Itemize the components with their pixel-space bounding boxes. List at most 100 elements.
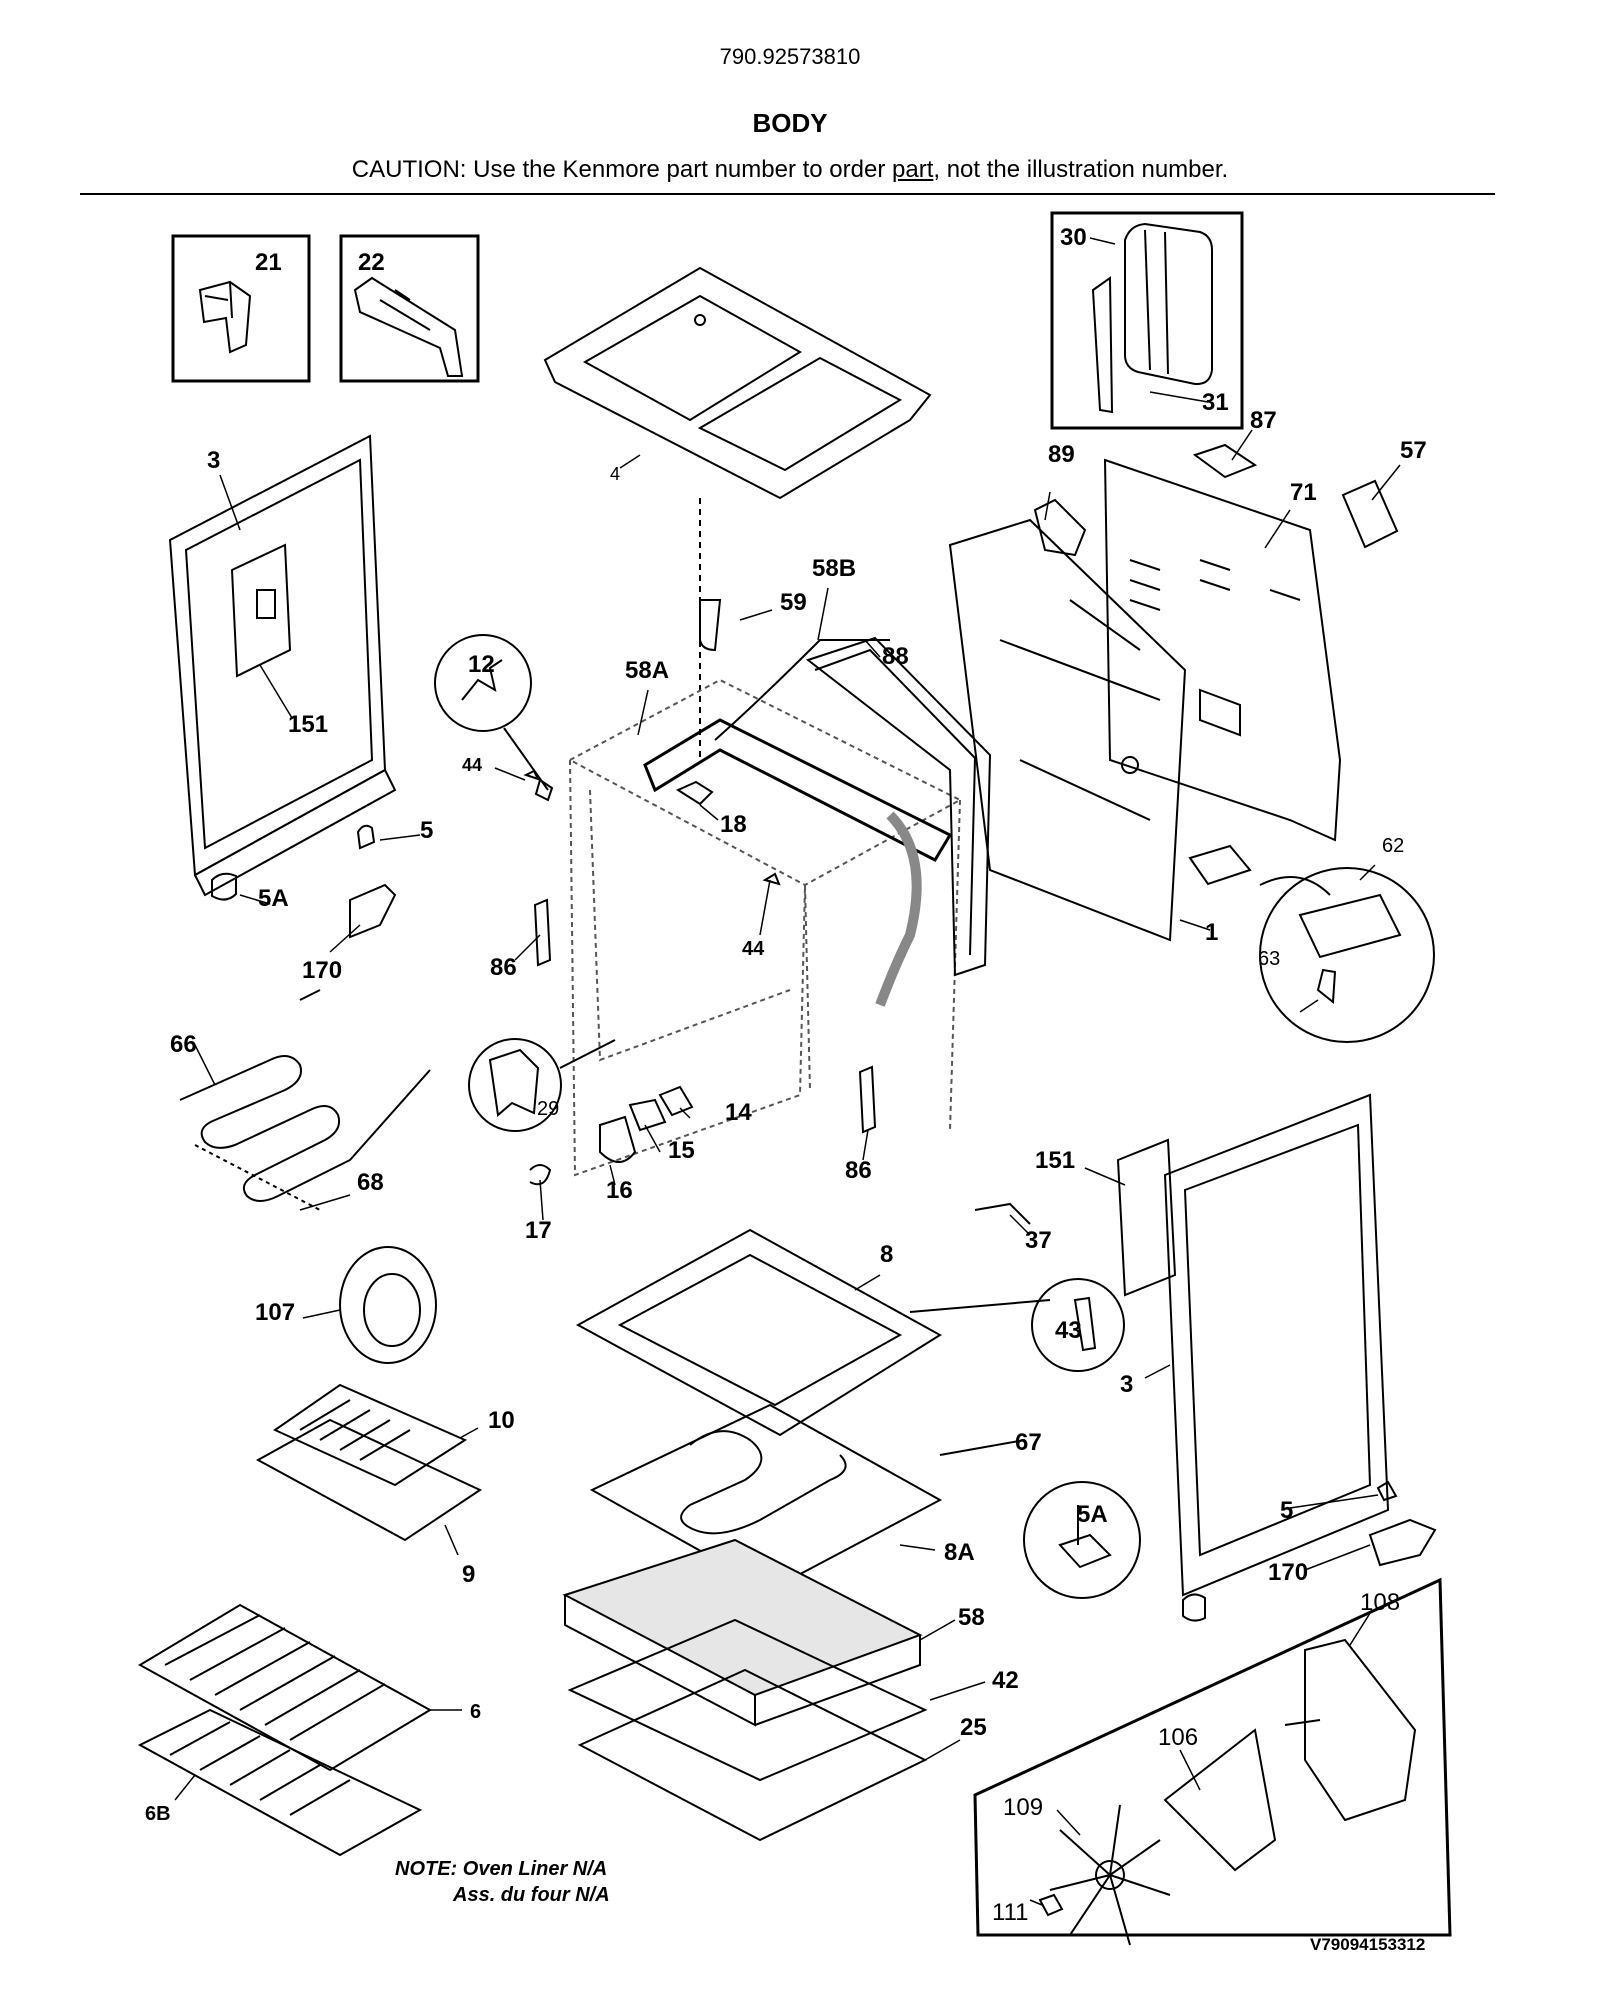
- part-8-bottom-panel: [575, 1228, 942, 1437]
- label-3-right: 3: [1120, 1371, 1133, 1398]
- part-12-socket-small: [534, 778, 554, 802]
- callout-circle-62: [1259, 867, 1435, 1043]
- part-31-strip: [1091, 276, 1114, 414]
- label-25: 25: [960, 1714, 987, 1741]
- label-22: 22: [358, 249, 385, 276]
- callout-labels: 21 22 30 31 87 57 89 71 3 4 59 58B 88 58…: [145, 224, 1427, 1926]
- label-8a: 8A: [944, 1539, 975, 1566]
- label-71: 71: [1290, 479, 1317, 506]
- part-62-terminal-block: [1188, 844, 1252, 886]
- part-58a-oven-liner: [567, 678, 963, 1177]
- label-44-left: 44: [462, 755, 482, 775]
- part-151-bracket-left: [230, 543, 292, 678]
- part-86-bracket-left: [533, 898, 552, 967]
- part-58b-wrapper: [805, 636, 992, 977]
- label-58: 58: [958, 1604, 985, 1631]
- label-5-left: 5: [420, 817, 433, 844]
- leader-67: [939, 1439, 1026, 1456]
- part-58a-insulation: [643, 718, 953, 1007]
- part-59-spacer: [699, 599, 722, 652]
- label-12: 12: [468, 651, 495, 678]
- part-43-bolt: [1073, 1296, 1097, 1352]
- note-line-1: NOTE: Oven Liner N/A: [395, 1858, 608, 1880]
- label-87: 87: [1250, 407, 1277, 434]
- label-62: 62: [1382, 835, 1404, 857]
- part-62-block-detail: [1298, 893, 1402, 959]
- page-title: BODY: [752, 108, 828, 138]
- part-10-broiler-grid: [272, 1383, 468, 1487]
- caution-underlined-word: part: [892, 156, 934, 183]
- part-111-nut: [1038, 1893, 1064, 1917]
- label-88: 88: [882, 643, 909, 670]
- part-86-bracket-right: [858, 1065, 877, 1134]
- label-6b: 6B: [145, 1803, 171, 1825]
- label-59: 59: [780, 589, 807, 616]
- part-3-side-panel-left: [168, 434, 397, 897]
- model-number: 790.92573810: [719, 44, 861, 69]
- leader-43: [909, 1299, 1051, 1313]
- part-5a-leg-right: [1058, 1505, 1112, 1569]
- label-42: 42: [992, 1667, 1019, 1694]
- label-15: 15: [668, 1137, 695, 1164]
- label-44-right: 44: [742, 938, 765, 960]
- callout-circle-12: [434, 634, 532, 732]
- oven-liner-note: NOTE: Oven Liner N/A Ass. du four N/A: [395, 1856, 610, 1908]
- callout-circle-43: [1031, 1278, 1125, 1372]
- label-3-left: 3: [207, 447, 220, 474]
- part-37-sensor: [974, 1202, 1031, 1225]
- label-57: 57: [1400, 437, 1427, 464]
- part-170-bracket-left: [349, 883, 397, 939]
- inset-box-convection-fan: [973, 1577, 1452, 1937]
- part-108-fan-motor: [1284, 1638, 1417, 1822]
- part-109-fan-blade: [1049, 1804, 1171, 1946]
- label-4: 4: [610, 464, 620, 484]
- part-9-broiler-pan: [255, 1418, 483, 1542]
- label-29: 29: [537, 1098, 559, 1120]
- label-63: 63: [1258, 948, 1280, 970]
- label-1: 1: [1205, 919, 1218, 946]
- label-111: 111: [992, 1899, 1028, 1926]
- label-151-right: 151: [1035, 1147, 1075, 1174]
- part-5a-leg-left: [211, 872, 237, 901]
- part-66-broil-element: [179, 989, 431, 1202]
- part-106-fan-bracket: [1163, 1728, 1277, 1872]
- part-89-bracket: [1033, 498, 1087, 557]
- part-170-bracket-right: [1368, 1518, 1437, 1567]
- label-37: 37: [1025, 1227, 1052, 1254]
- part-3-side-panel-right: [1163, 1093, 1390, 1597]
- part-22-bracket: [353, 276, 464, 377]
- label-5-right: 5: [1280, 1497, 1293, 1524]
- label-9: 9: [462, 1561, 475, 1588]
- label-68: 68: [357, 1169, 384, 1196]
- part-107-fan-cover: [339, 1246, 437, 1364]
- part-12-socket: [461, 659, 503, 701]
- part-21-bracket: [198, 280, 252, 354]
- label-58b: 58B: [812, 555, 856, 582]
- inset-box-30-31: [1050, 211, 1244, 430]
- part-30-panel: [1124, 222, 1213, 386]
- part-71-back-cover: [1103, 458, 1342, 842]
- label-151-left: 151: [288, 711, 328, 738]
- label-109: 109: [1003, 1794, 1043, 1821]
- inset-box-22: [339, 234, 480, 383]
- leader-lines: [174, 237, 1401, 1906]
- label-18: 18: [720, 811, 747, 838]
- caution-text: CAUTION: Use the Kenmore part number to …: [0, 156, 1580, 184]
- part-44-screw-right: [762, 872, 781, 886]
- part-14-socket: [658, 1085, 694, 1117]
- label-108: 108: [1360, 1589, 1400, 1616]
- label-86-right: 86: [845, 1157, 872, 1184]
- inset-box-21: [171, 234, 311, 383]
- callout-circle-29: [468, 1038, 562, 1132]
- label-31: 31: [1202, 389, 1229, 416]
- part-42-plate: [567, 1618, 928, 1782]
- part-25-plate: [577, 1668, 928, 1842]
- label-66: 66: [170, 1031, 197, 1058]
- diagram-code: V79094153312: [1310, 1935, 1426, 1954]
- leader-29: [559, 1039, 616, 1069]
- part-63-screw: [1316, 968, 1337, 1004]
- label-107: 107: [255, 1299, 295, 1326]
- part-44-screw-left: [523, 769, 540, 781]
- label-30: 30: [1060, 224, 1087, 251]
